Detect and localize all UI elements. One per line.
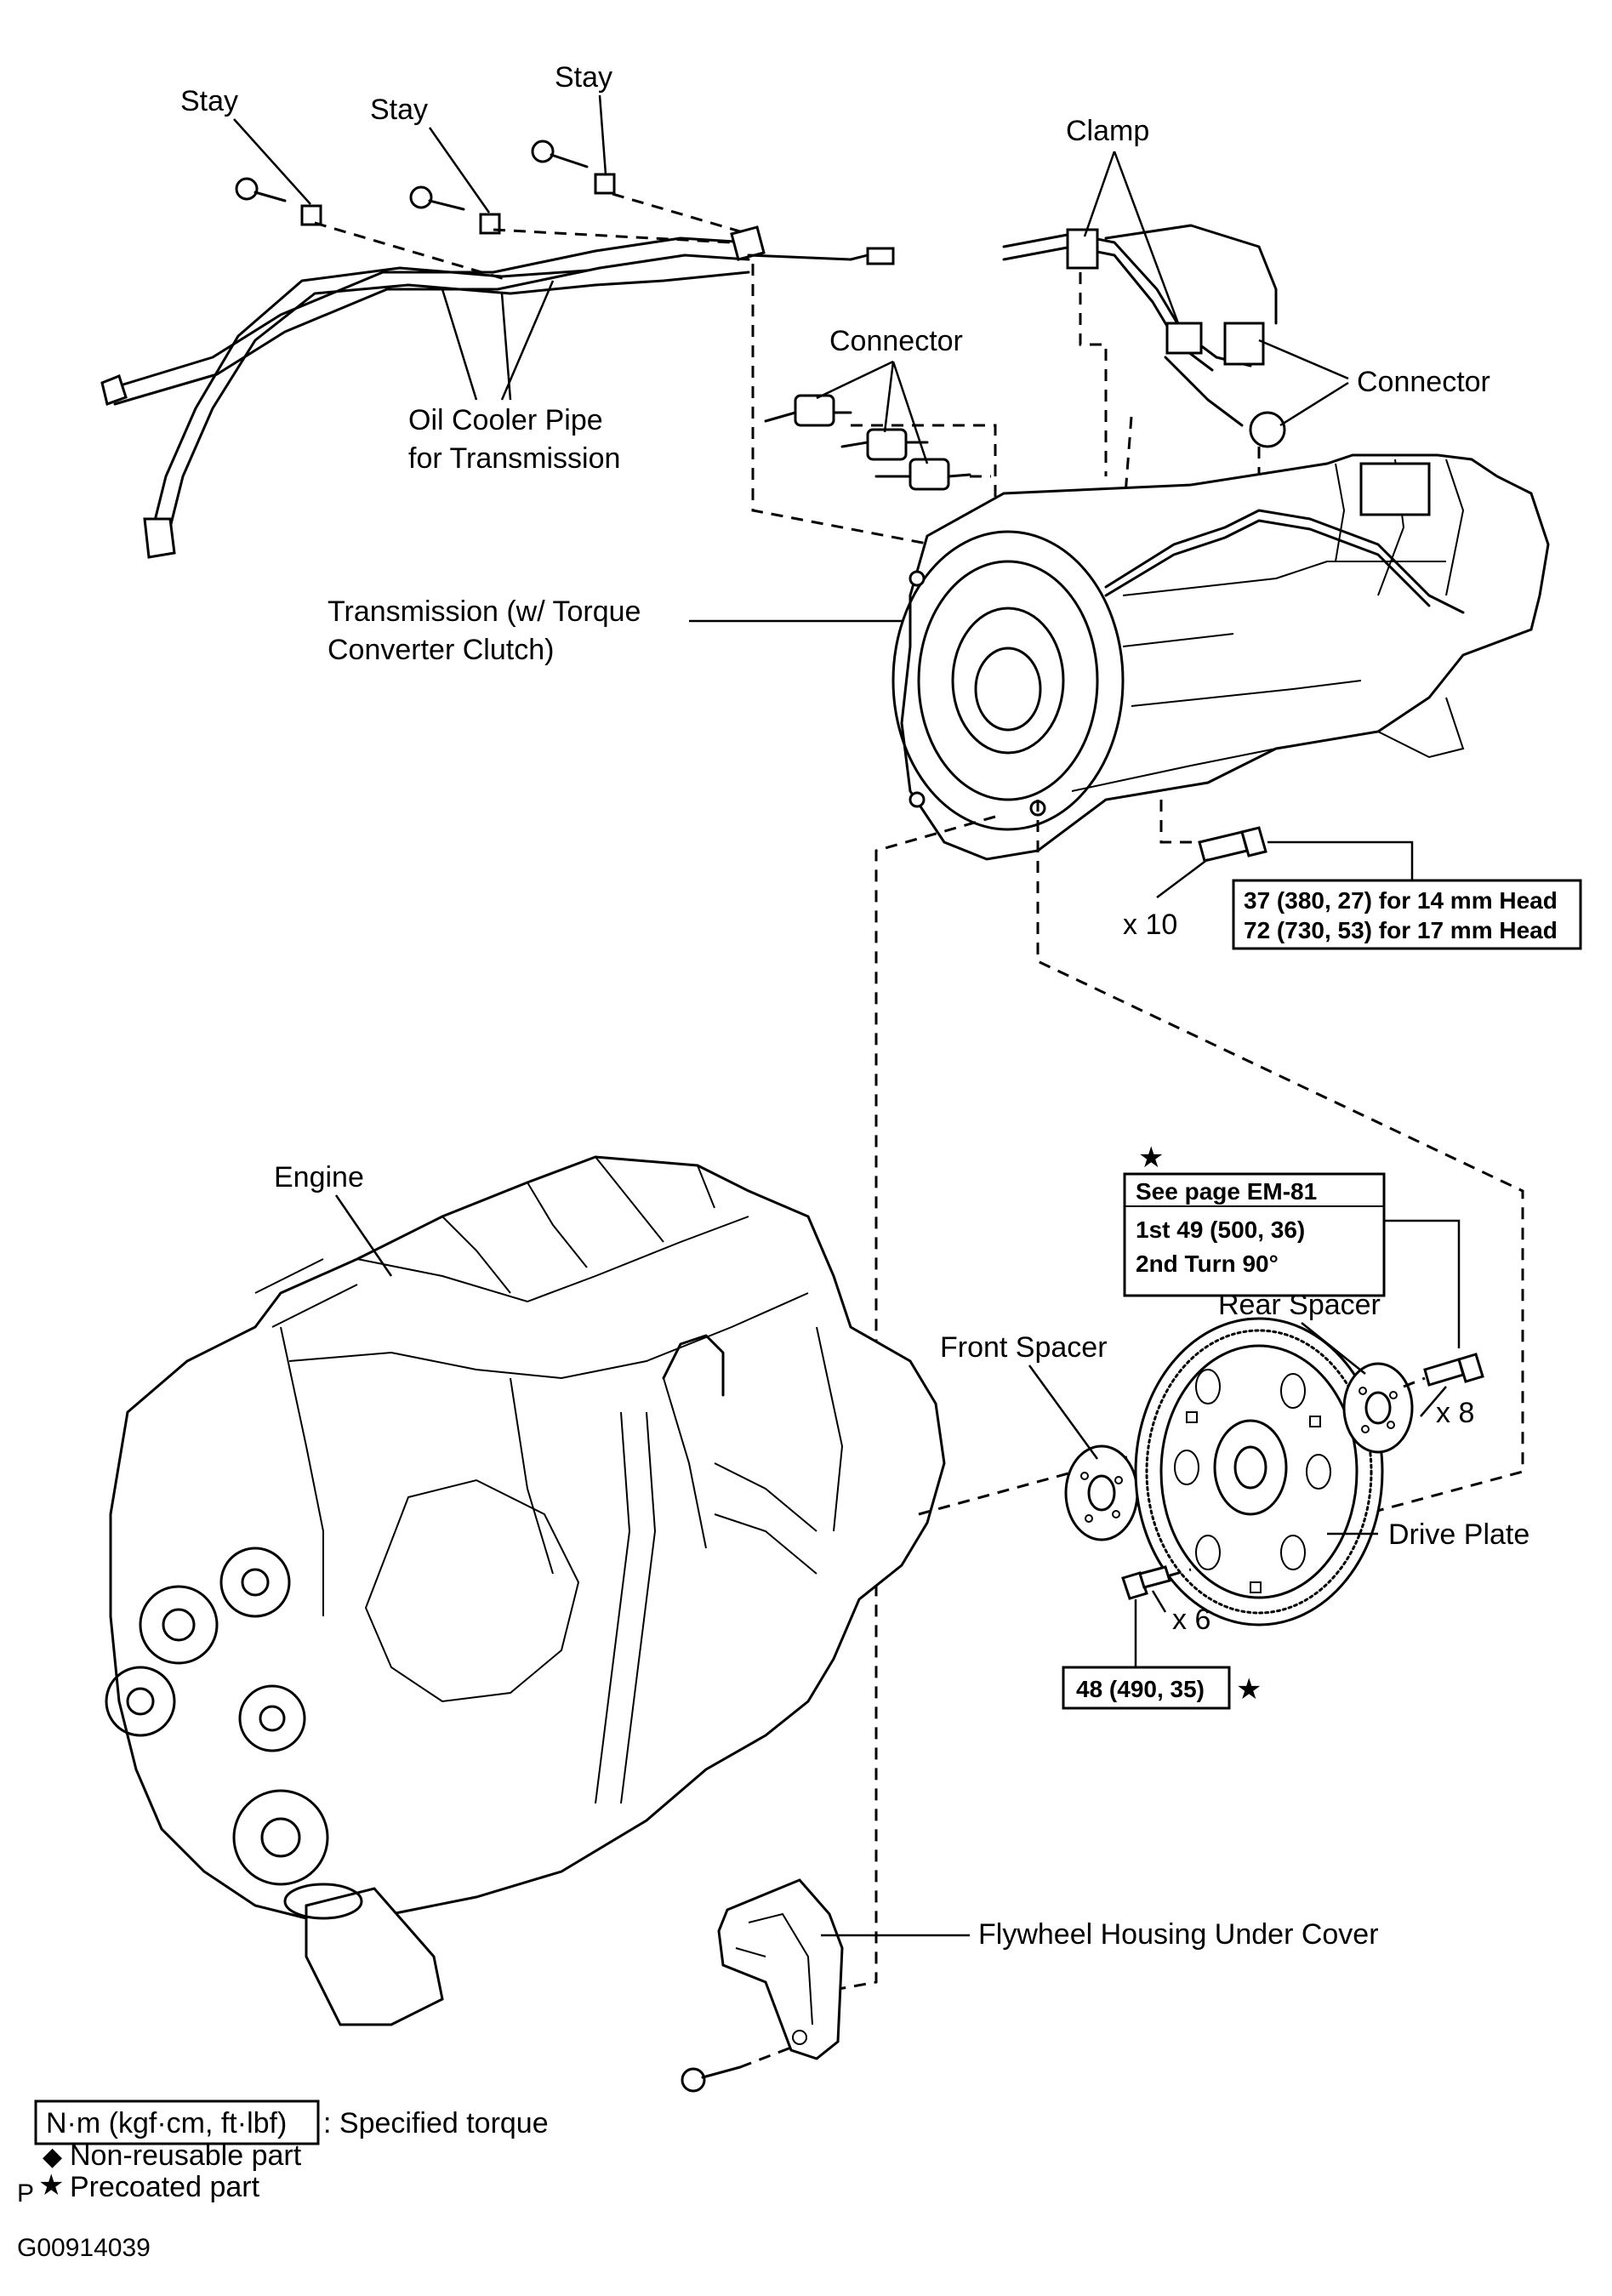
p-mark: P xyxy=(17,2179,34,2208)
drive-plate-bolt xyxy=(1121,1565,1171,1600)
front-spacer-label: Front Spacer xyxy=(940,1331,1108,1364)
engine-leader xyxy=(334,1194,393,1277)
oil-cooler-leaders xyxy=(441,280,555,401)
connector-top-label: Connector xyxy=(829,325,963,357)
clamp-label: Clamp xyxy=(1066,115,1149,147)
rear-spacer-illustration xyxy=(1342,1362,1414,1454)
wire-harness-illustration xyxy=(1002,224,1286,448)
bolt-6-leader xyxy=(1151,1590,1167,1613)
legend-torque-box-text: N·m (kgf·cm, ft·lbf) xyxy=(46,2107,287,2139)
connector-right-label: Connector xyxy=(1357,366,1490,398)
spacer-torque-value: 48 (490, 35) xyxy=(1076,1676,1205,1702)
front-spacer-leader xyxy=(1028,1364,1099,1460)
stay-bolts xyxy=(235,140,589,211)
drive-plate-box-header: See page EM-81 xyxy=(1136,1178,1317,1205)
legend-torque-text: : Specified torque xyxy=(323,2107,549,2139)
stay-leader-2 xyxy=(428,127,491,214)
stay-label-2: Stay xyxy=(370,94,428,126)
bolt-count-10: x 10 xyxy=(1123,909,1177,941)
front-spacer-illustration xyxy=(1064,1444,1139,1541)
trans-engine-dash-right xyxy=(1036,800,1524,1533)
trans-engine-dash-left xyxy=(829,815,996,1992)
engine-illustration xyxy=(105,1155,946,2026)
drive-plate-star: ★ xyxy=(1138,1142,1164,1174)
rear-bolt-dash xyxy=(1403,1376,1426,1388)
transmission-connectors xyxy=(764,394,971,491)
trans-bolt-dash xyxy=(1159,800,1195,844)
nonreusable-text: Non-reusable part xyxy=(70,2139,302,2172)
transmission-bolt xyxy=(1198,826,1267,863)
nonreusable-symbol: ◆ xyxy=(43,2143,62,2171)
drive-bolt-dash xyxy=(1169,1568,1192,1577)
engine-label: Engine xyxy=(274,1161,364,1194)
oil-cooler-pipe-illustration xyxy=(100,173,895,559)
drive-plate-box-line1: 1st 49 (500, 36) xyxy=(1136,1216,1305,1243)
connector-right-leaders xyxy=(1258,339,1349,427)
stay-dash-3 xyxy=(612,192,749,236)
oil-cooler-label-line2: for Transmission xyxy=(408,442,620,475)
bolt-count-8: x 8 xyxy=(1436,1397,1474,1429)
stay-leader-1 xyxy=(233,118,311,205)
connector-dash xyxy=(851,424,997,527)
precoated-symbol: ★ xyxy=(38,2169,64,2202)
trans-torque-leader xyxy=(1267,840,1414,880)
stay-dash-2 xyxy=(493,228,732,244)
legend-torque-box xyxy=(34,2099,320,2145)
transmission-label-line1: Transmission (w/ Torque xyxy=(328,595,641,628)
trans-torque-line1: 37 (380, 27) for 14 mm Head xyxy=(1244,887,1558,914)
bolt-count-6: x 6 xyxy=(1172,1604,1210,1636)
spacer-torque-box xyxy=(1062,1666,1231,1710)
drive-plate-torque-box xyxy=(1123,1172,1386,1297)
flywheel-cover-illustration xyxy=(717,1878,844,2060)
clamp-leaders xyxy=(1083,151,1180,324)
pipe-to-trans-dash xyxy=(751,264,932,546)
stay-leader-3 xyxy=(598,94,607,175)
drive-plate-label: Drive Plate xyxy=(1388,1518,1529,1551)
bolt-10-leader xyxy=(1156,858,1209,898)
trans-torque-line2: 72 (730, 53) for 17 mm Head xyxy=(1244,917,1558,943)
stay-label-3: Stay xyxy=(555,61,612,94)
figure-id: G00914039 xyxy=(17,2234,151,2262)
drive-plate-torque-leader xyxy=(1384,1219,1461,1348)
flywheel-cover-label: Flywheel Housing Under Cover xyxy=(978,1918,1379,1951)
transmission-illustration xyxy=(891,453,1550,861)
connector-top-leaders xyxy=(816,360,929,464)
flywheel-cover-bolt xyxy=(681,2065,742,2093)
bolt-8-leader xyxy=(1420,1386,1447,1417)
rear-spacer-bolt xyxy=(1423,1353,1484,1387)
drive-plate-box-line2: 2nd Turn 90° xyxy=(1136,1251,1279,1277)
oil-cooler-label-line1: Oil Cooler Pipe xyxy=(408,404,603,436)
clamp-dash xyxy=(1079,272,1108,476)
cover-bolt-dash xyxy=(739,2044,796,2069)
drive-plate-illustration xyxy=(1134,1317,1384,1627)
spacer-torque-star: ★ xyxy=(1236,1673,1262,1706)
rear-spacer-leader xyxy=(1301,1322,1366,1375)
transmission-torque-box xyxy=(1232,879,1582,950)
transmission-label-line2: Converter Clutch) xyxy=(328,634,554,666)
stay-label-1: Stay xyxy=(180,85,238,117)
stay-dash-1 xyxy=(314,221,511,282)
precoated-text: Precoated part xyxy=(70,2171,260,2203)
